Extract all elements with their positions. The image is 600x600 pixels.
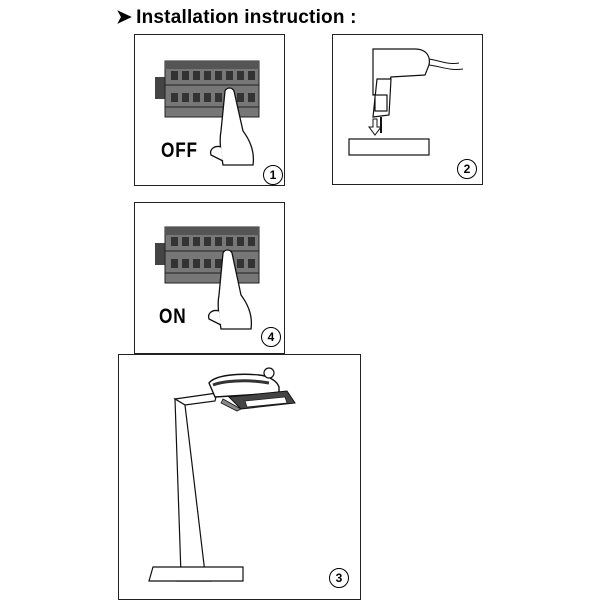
- step-1-number: 1: [263, 165, 283, 185]
- breaker-panel-icon: [155, 60, 260, 166]
- step-1-state-label: OFF: [161, 139, 198, 162]
- drill-icon: [348, 48, 464, 156]
- down-arrow-icon: [368, 118, 382, 136]
- step-2-panel: 2: [332, 34, 483, 185]
- step-4-panel: ON 4: [134, 202, 285, 354]
- hand-icon: [209, 87, 255, 166]
- title-text: Installation instruction :: [136, 7, 357, 28]
- step-2-number: 2: [457, 159, 477, 179]
- step-1-panel: OFF 1: [134, 34, 285, 186]
- breaker-panel-icon: [155, 226, 260, 330]
- step-4-number: 4: [261, 327, 281, 347]
- page-title: ➤Installation instruction :: [116, 6, 357, 29]
- step-4-state-label: ON: [159, 305, 187, 328]
- step-3-panel: 3: [118, 354, 361, 600]
- street-lamp-icon: [148, 367, 296, 582]
- arrow-bullet-icon: ➤: [116, 7, 133, 28]
- step-3-number: 3: [329, 568, 349, 588]
- hand-icon: [207, 249, 253, 330]
